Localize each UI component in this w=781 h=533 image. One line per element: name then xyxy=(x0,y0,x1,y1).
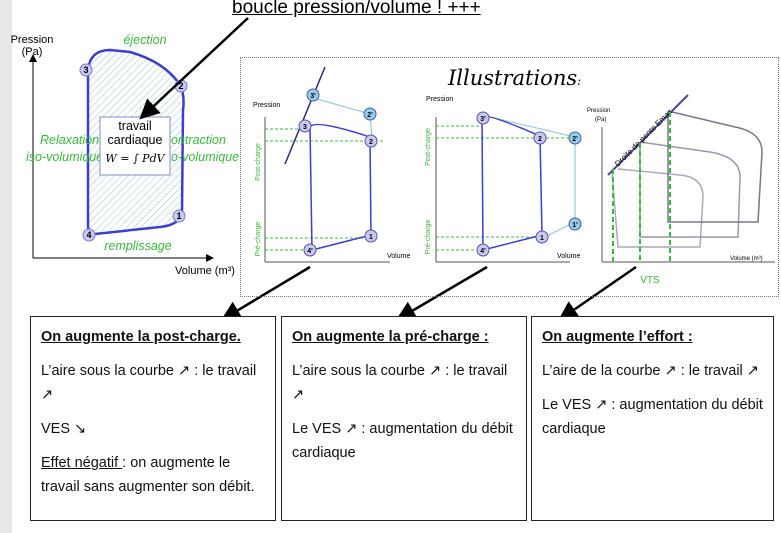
y-label: Pression xyxy=(11,34,54,46)
chart2-xlabel: Volume xyxy=(557,253,580,260)
point-1: 1 xyxy=(176,211,181,221)
emax-line-label: Droite de pente Emax xyxy=(613,107,674,168)
arrow-1 xyxy=(220,265,311,321)
chart3-yunit: (Pa) xyxy=(595,117,606,123)
chart1-pre-label: Pré-charge xyxy=(255,222,262,257)
page-margin xyxy=(0,0,12,533)
box-text: Effet négatif : on augmente le travail s… xyxy=(41,451,265,499)
work-label: travail xyxy=(118,119,151,133)
chart2-post-label: Post-charge xyxy=(425,128,432,166)
box-heading: On augmente l’effort : xyxy=(542,329,693,345)
contraction-label: Contraction xyxy=(162,133,226,147)
chart2-ylabel: Pression xyxy=(426,96,453,103)
point-4: 4 xyxy=(86,230,91,240)
relaxation-label: Relaxation xyxy=(40,133,99,147)
work-box xyxy=(99,116,171,176)
chart1-point-4p: 4' xyxy=(307,248,313,255)
illustrations-charts: Pression Volume Post-charge Pré-charge 3… xyxy=(253,66,775,286)
work-formula: W = ∫ PdV xyxy=(105,152,165,165)
arrow-3 xyxy=(557,265,637,321)
chart1-point-2: 2 xyxy=(369,139,373,146)
chart2-point-1: 1 xyxy=(540,235,544,242)
point-2: 2 xyxy=(178,81,183,91)
illustrations-frame xyxy=(240,57,779,297)
y-unit: (Pa) xyxy=(22,46,43,58)
box-heading: On augmente la pré-charge : xyxy=(292,329,489,345)
point-3: 3 xyxy=(83,65,88,75)
negative-effect-label: Effet négatif xyxy=(41,455,123,471)
chart2-point-4p: 4' xyxy=(480,248,486,255)
chart1-xlabel: Volume xyxy=(387,253,410,260)
chart1-point-3p: 3' xyxy=(310,93,316,100)
box-heading: On augmente la post-charge. xyxy=(41,329,241,345)
relaxation-label-2: iso-volumique xyxy=(26,150,103,164)
chart1-point-2p: 2' xyxy=(367,112,373,119)
chart2-point-3p: 3' xyxy=(480,116,486,123)
box-text: Le VES ↗ : augmentation du débit cardiaq… xyxy=(542,397,763,437)
chart3-ylabel: Pression xyxy=(587,108,610,114)
box-text: L’aire sous la courbe ↗ : le travail ↗ xyxy=(41,363,257,403)
chart2-point-2: 2 xyxy=(538,136,542,143)
box-text: VES ↘ xyxy=(41,421,87,437)
filling-label: remplissage xyxy=(104,239,171,253)
colon: : xyxy=(577,74,582,88)
negative-effect-text: : on augmente le travail sans augmenter … xyxy=(41,455,255,495)
vts-label: VTS xyxy=(640,275,660,286)
chart1-point-1: 1 xyxy=(369,234,373,241)
chart2-point-2p: 2' xyxy=(572,136,578,143)
box-effort: On augmente l’effort : L’aire de la cour… xyxy=(531,316,774,521)
chart1-post-label: Post-charge xyxy=(255,143,262,181)
work-label-2: cardiaque xyxy=(108,133,163,147)
chart-pre-charge: Pression Volume Post-charge Pré-charge 3… xyxy=(425,96,582,263)
chart1-ylabel: Pression xyxy=(253,102,280,109)
chart2-point-1p: 1' xyxy=(572,222,578,229)
x-label: Volume (m³) xyxy=(175,265,235,277)
arrow-2 xyxy=(395,265,488,321)
chart2-pre-label: Pré-charge xyxy=(425,220,432,255)
box-pre-charge: On augmente la pré-charge : L’aire sous … xyxy=(281,316,527,521)
page-title: boucle pression/volume ! +++ xyxy=(232,0,481,18)
contraction-label-2: iso-volumique xyxy=(162,150,239,164)
ejection-label: éjection xyxy=(123,33,166,47)
pv-loop-diagram: Pression (Pa) Volume (m³) 3 2 1 4 éjecti… xyxy=(11,33,240,277)
illustrations-title-text: Illustrations xyxy=(448,66,578,90)
box-text: L’aire sous la courbe ↗ : le travail ↗ xyxy=(292,363,508,403)
box-text: Le VES ↗ : augmentation du débit cardiaq… xyxy=(292,421,513,461)
box-post-charge: On augmente la post-charge. L’aire sous … xyxy=(30,316,276,521)
box-text: L’aire de la courbe ↗ : le travail ↗ xyxy=(542,363,759,379)
chart-effort: Pression (Pa) Volume (m³) Droite de pent… xyxy=(587,94,775,286)
chart3-xlabel: Volume (m³) xyxy=(730,256,763,262)
illustrations-title: Illustrations: xyxy=(448,66,581,90)
chart1-point-3: 3 xyxy=(303,124,307,131)
title-arrow xyxy=(139,17,249,120)
chart-post-charge: Pression Volume Post-charge Pré-charge 3… xyxy=(253,66,410,263)
